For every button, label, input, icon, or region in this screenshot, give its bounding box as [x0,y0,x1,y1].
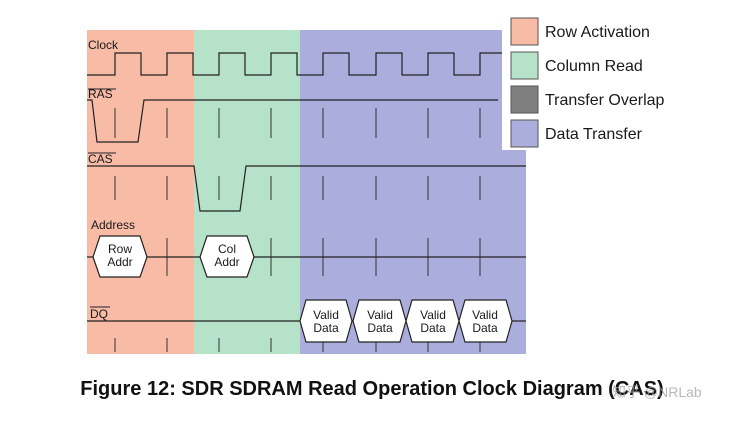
svg-text:Data Transfer: Data Transfer [545,126,643,143]
figure-caption: Figure 12: SDR SDRAM Read Operation Cloc… [80,378,664,400]
address-label: Address [91,218,135,232]
svg-text:Row: Row [108,242,132,256]
clock-label: Clock [88,38,119,52]
valid-data-box: Valid Data [352,299,407,343]
cas-label: CAS [88,152,113,166]
svg-text:Addr: Addr [107,255,132,269]
legend-item-row-activation: Row Activation [510,17,650,46]
svg-text:Valid: Valid [420,308,446,322]
svg-text:Valid: Valid [367,308,393,322]
ras-label: RAS [88,87,113,101]
valid-data-box: Valid Data [405,299,460,343]
legend-item-transfer-overlap: Transfer Overlap [510,85,665,114]
svg-text:Row Activation: Row Activation [545,24,650,41]
valid-data-box: Valid Data [299,299,353,343]
row-addr-box: Row Addr [92,235,148,278]
svg-text:Col: Col [218,242,236,256]
svg-text:Valid: Valid [313,308,339,322]
svg-text:Data: Data [420,321,446,335]
phase-column-read [194,30,300,354]
svg-text:Data: Data [313,321,339,335]
legend-background [502,12,738,150]
valid-data-box: Valid Data [458,299,513,343]
ras-waveform [87,99,498,143]
svg-text:Column Read: Column Read [545,58,643,75]
legend-item-column-read: Column Read [510,51,643,80]
col-addr-box: Col Addr [199,235,255,278]
cas-waveform [87,165,526,212]
watermark: 知乎 @NRLab [612,384,702,400]
svg-text:Addr: Addr [214,255,239,269]
svg-text:Data: Data [367,321,393,335]
legend-item-data-transfer: Data Transfer [510,119,643,148]
svg-text:Data: Data [472,321,498,335]
svg-text:Valid: Valid [472,308,498,322]
dq-label: DQ [90,307,108,321]
svg-text:Transfer Overlap: Transfer Overlap [545,92,665,109]
phase-row-activation [87,30,194,354]
clock-waveform [87,52,507,76]
